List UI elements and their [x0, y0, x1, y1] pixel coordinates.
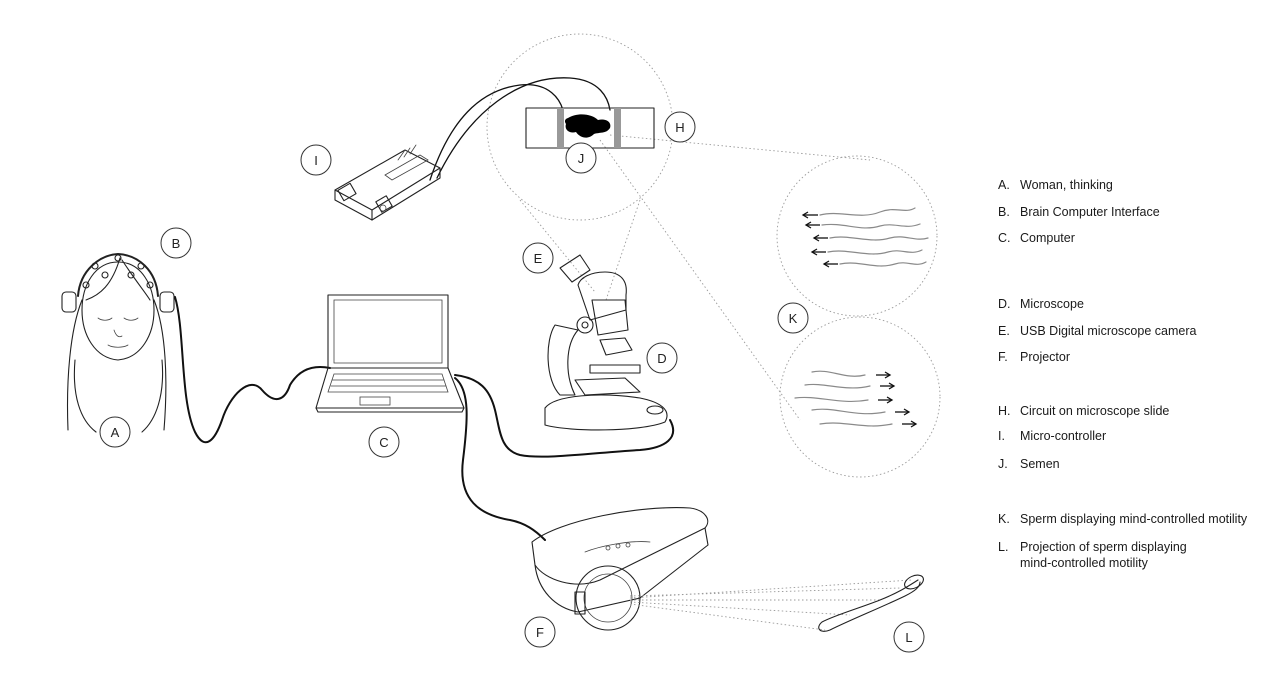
svg-text:K: K [789, 311, 798, 326]
legend-item-b: B. Brain Computer Interface [998, 205, 1160, 219]
label-d: D [646, 342, 678, 374]
legend-item-d: D. Microscope [998, 297, 1084, 311]
label-f: F [524, 616, 556, 648]
svg-text:J: J [578, 151, 585, 166]
sperm-moving-right [794, 370, 918, 428]
microcontroller-illustration [334, 144, 441, 221]
label-i: I [300, 144, 332, 176]
label-e: E [522, 242, 554, 274]
microscope-slide-illustration [525, 107, 655, 149]
label-j: J [565, 142, 597, 174]
woman-illustration [61, 253, 175, 433]
legend-item-j: J. Semen [998, 457, 1060, 471]
svg-text:H: H [675, 120, 684, 135]
legend-item-a: A. Woman, thinking [998, 178, 1113, 192]
semen-sample [564, 114, 611, 138]
label-k: K [777, 302, 809, 334]
sperm-moving-left [801, 207, 929, 268]
svg-text:I: I [314, 153, 318, 168]
label-h: H [664, 111, 696, 143]
projection-beam [629, 579, 913, 631]
legend-item-e: E. USB Digital microscope camera [998, 324, 1197, 338]
svg-text:L: L [905, 630, 912, 645]
bci-headset-icon [61, 253, 175, 313]
microscope-illustration [544, 254, 668, 431]
legend-item-l: L. Projection of sperm displaying mind-c… [998, 540, 1187, 570]
svg-text:D: D [657, 351, 666, 366]
svg-text:A: A [111, 425, 120, 440]
legend-item-c: C. Computer [998, 231, 1075, 245]
projected-sperm-illustration [818, 574, 924, 632]
label-c: C [368, 426, 400, 458]
svg-text:B: B [172, 236, 181, 251]
svg-text:F: F [536, 625, 544, 640]
legend-item-i: I. Micro-controller [998, 429, 1107, 443]
magnification-lines [486, 33, 941, 478]
legend-item-h: H. Circuit on microscope slide [998, 404, 1170, 418]
label-l: L [893, 621, 925, 653]
cables [174, 77, 675, 541]
legend-item-k: K. Sperm displaying mind-controlled moti… [998, 512, 1248, 526]
projector-illustration [531, 507, 709, 631]
legend-item-f: F. Projector [998, 350, 1071, 364]
label-a: A [99, 416, 131, 448]
label-b: B [160, 227, 192, 259]
svg-text:C: C [379, 435, 388, 450]
laptop-illustration [315, 294, 465, 413]
svg-text:E: E [534, 251, 543, 266]
